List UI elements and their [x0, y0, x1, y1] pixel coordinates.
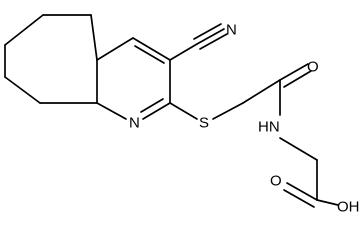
- bond-c6-c7: [4, 14, 44, 46]
- bond-nitrile-1: [196, 28, 225, 45]
- bond-c2-s: [169, 102, 198, 120]
- bond-n-ch2: [279, 137, 318, 161]
- amide-nh-label: HN: [258, 119, 280, 136]
- acid-oxygen-label: O: [270, 173, 282, 190]
- amide-oxygen-label: O: [307, 59, 319, 76]
- bond-nitrile-3: [199, 33, 228, 50]
- chemical-structure-diagram: N N S O HN O OH: [4, 14, 359, 216]
- bonds: [4, 14, 339, 208]
- bond-c8-c9: [4, 76, 41, 104]
- bond-c4-c3-inner: [134, 45, 165, 64]
- bond-s-ch2: [212, 102, 244, 120]
- bond-c4a-c4: [96, 37, 134, 61]
- bond-cooh-o-2: [283, 189, 315, 208]
- bond-c3-cn: [169, 43, 198, 61]
- bond-ch2-co: [242, 79, 281, 104]
- ring-nitrogen-label: N: [129, 115, 140, 132]
- bond-nitrile-2: [193, 23, 222, 40]
- nitrile-nitrogen-label: N: [226, 22, 237, 39]
- bond-co-o-2: [283, 70, 312, 88]
- bond-c5-c4a: [90, 14, 98, 61]
- bond-c2-n1: [142, 102, 171, 120]
- bond-c2-n1-inner: [140, 98, 164, 113]
- bond-cooh-oh: [316, 199, 339, 206]
- bond-cooh-o: [286, 182, 318, 201]
- bond-co-o: [279, 63, 309, 81]
- bond-n1-c9a: [96, 102, 127, 120]
- bond-c4-c3: [132, 37, 171, 61]
- atom-labels: N N S O HN O OH: [129, 22, 359, 216]
- sulfur-label: S: [199, 115, 209, 132]
- acid-hydroxyl-label: OH: [337, 199, 359, 216]
